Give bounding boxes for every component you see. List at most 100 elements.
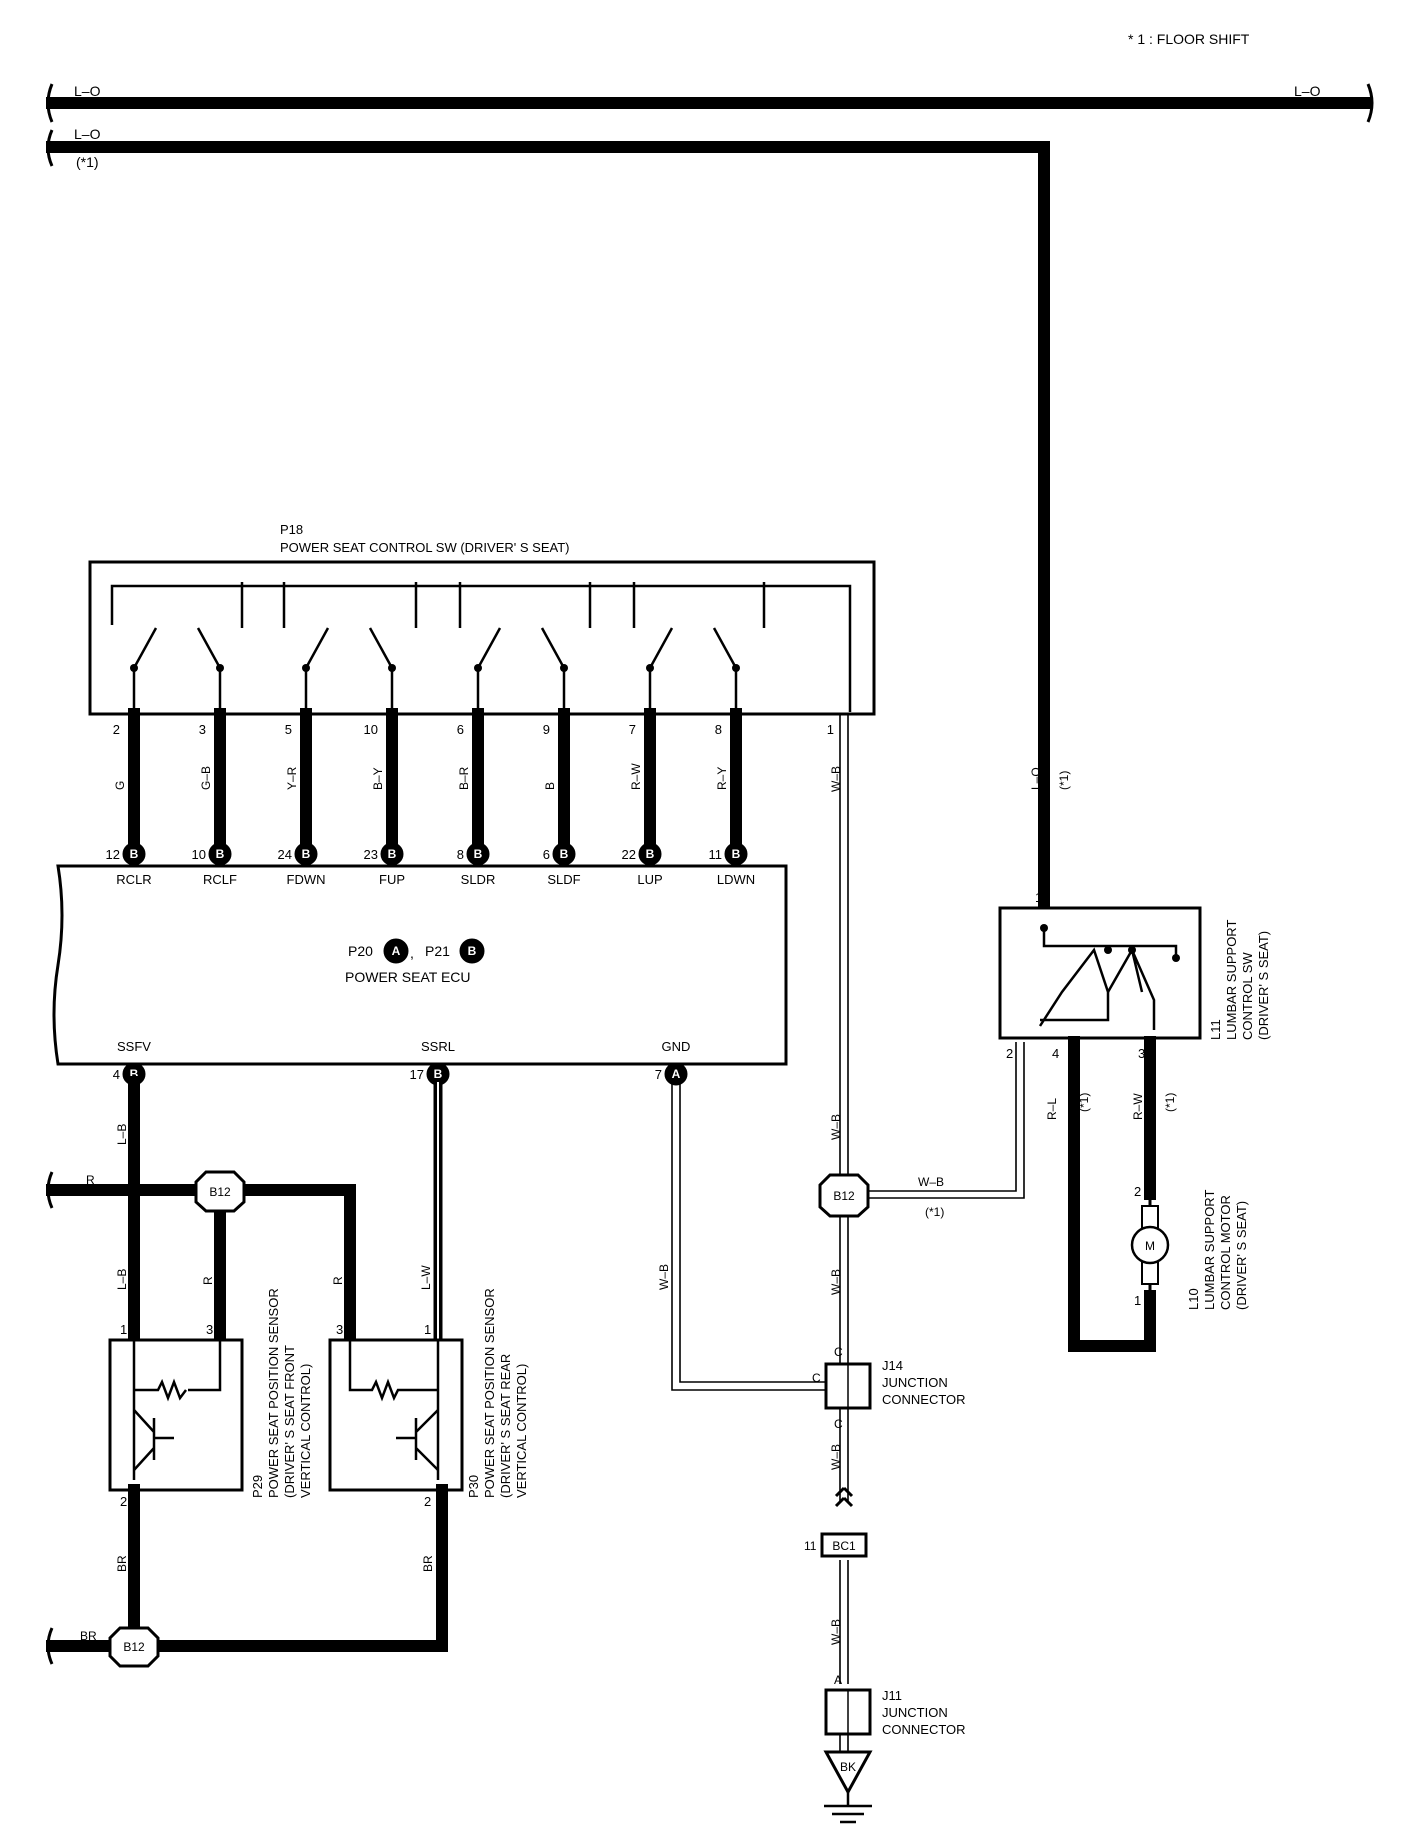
ecu-pin-label: LDWN	[717, 872, 755, 887]
wire-label-star1: (*1)	[76, 154, 99, 170]
ecu-pin-label: LUP	[637, 872, 662, 887]
l10-line1: LUMBAR SUPPORT	[1202, 1190, 1217, 1310]
l11-wire-note-4: (*1)	[1077, 1093, 1091, 1112]
l11-wire-in: L–O	[1029, 767, 1043, 790]
l11-pin3: 3	[1138, 1046, 1145, 1061]
ecu-pin-number: 11	[709, 847, 723, 862]
p30-line2: (DRIVER' S SEAT REAR	[498, 1354, 513, 1498]
l11-pin4: 4	[1052, 1046, 1059, 1061]
l10-pin2: 2	[1134, 1184, 1141, 1199]
ecu-connector-b-label: B	[732, 847, 741, 861]
p18-pin-number: 10	[364, 722, 378, 737]
j11-line1: JUNCTION	[882, 1705, 948, 1720]
wire-label-r: R	[86, 1173, 95, 1187]
wire-label-br2: BR	[115, 1555, 129, 1572]
l10-motor-symbol: M	[1145, 1239, 1155, 1253]
p30-code: P30	[466, 1475, 481, 1498]
p18-wire-color-wb: W–B	[829, 766, 843, 792]
ecu-badge-a: A	[392, 944, 401, 958]
wire-label-lb2: L–B	[115, 1269, 129, 1290]
ecu-bottom-pin: 17	[410, 1067, 424, 1082]
ecu-bottom-pin: 4	[113, 1067, 120, 1082]
l11-line2: CONTROL SW	[1240, 952, 1255, 1040]
p18-switch-internals	[110, 582, 852, 712]
wire-wb-main: W–B W–B W–B W–B W–B	[829, 714, 849, 1752]
ecu-connector-b-label: B	[560, 847, 569, 861]
p18-wire-color: R–W	[629, 763, 643, 790]
l11-pin1: 1	[1035, 890, 1042, 905]
ecu-comma: ,	[410, 945, 414, 961]
ecu-connector-b	[294, 842, 318, 866]
wire-label-wb3: W–B	[829, 1444, 843, 1470]
p18-pin-number: 2	[113, 722, 120, 737]
j14-c-left: C	[812, 1371, 821, 1385]
p29-pin2: 2	[120, 1494, 127, 1509]
l11-wire-4: R–L	[1045, 1098, 1059, 1120]
j11-code: J11	[882, 1688, 902, 1703]
ecu-bottom-label: GND	[662, 1039, 691, 1054]
power-seat-ecu	[52, 864, 788, 1066]
l10-lumbar-motor: M 2 1 L10 LUMBAR SUPPORT CONTROL MOTOR (…	[1130, 1184, 1249, 1310]
j14-code: J14	[882, 1358, 903, 1373]
l11-code: L11	[1208, 1019, 1223, 1040]
p29-line3: VERTICAL CONTROL)	[298, 1364, 313, 1498]
p18-wire-color: B	[543, 782, 557, 790]
b12-label-r: B12	[209, 1185, 231, 1199]
wire-ssrl: L–W	[419, 1082, 443, 1340]
ecu-top-pins: B12RCLRB10RCLFB24FDWNB23FUPB8SLDRB6SLDFB…	[106, 842, 755, 887]
p18-pin-number: 7	[629, 722, 636, 737]
p29-position-sensor: 1 3 2 P29 POWER SEAT POSITION SENSOR (DR…	[108, 1288, 313, 1509]
ecu-connector-label: A	[672, 1067, 681, 1081]
p18-wire-color: B–R	[457, 766, 471, 790]
l11-line3: (DRIVER' S SEAT)	[1256, 931, 1271, 1040]
b12-junction-wb: B12 W–B (*1)	[818, 1042, 1025, 1219]
j14-line2: CONNECTOR	[882, 1392, 966, 1407]
wire-label-r3: R	[331, 1276, 345, 1285]
top-wire-lo: L–O L–O	[46, 83, 1374, 123]
p18-contacts	[130, 664, 740, 714]
j14-c-bottom: C	[834, 1417, 843, 1431]
ecu-pin-label: FUP	[379, 872, 405, 887]
ecu-pin-number: 12	[106, 847, 120, 862]
bc1-label: BC1	[832, 1539, 856, 1553]
j14-c-top: C	[834, 1345, 843, 1359]
p29-line1: POWER SEAT POSITION SENSOR	[266, 1288, 281, 1498]
lumbar-motor-loop: R–L (*1) R–W (*1)	[1045, 1036, 1177, 1352]
p18-wire-color: G–B	[199, 766, 213, 790]
ecu-pin-number: 6	[543, 847, 550, 862]
wire-label-wb1: W–B	[829, 1114, 843, 1140]
second-wire-lo: L–O (*1)	[46, 126, 1050, 936]
l10-code: L10	[1186, 1288, 1201, 1310]
footnote: * 1 : FLOOR SHIFT	[1128, 31, 1250, 47]
p18-wire-color: G	[113, 781, 127, 790]
wire-label-br3: BR	[421, 1555, 435, 1572]
wire-label-lo-left: L–O	[74, 83, 101, 99]
ecu-connector-b	[122, 842, 146, 866]
wire-label-r2: R	[201, 1276, 215, 1285]
wire-label-lb: L–B	[115, 1124, 129, 1145]
wire-r-supply: R R R B12	[46, 1170, 356, 1346]
p30-line1: POWER SEAT POSITION SENSOR	[482, 1288, 497, 1498]
wire-label-wb-l11: W–B	[918, 1175, 944, 1189]
ecu-pin-label: RCLF	[203, 872, 237, 887]
p18-pin-number: 6	[457, 722, 464, 737]
ecu-code-p21: P21	[425, 943, 450, 959]
p30-line3: VERTICAL CONTROL)	[514, 1364, 529, 1498]
ecu-connector-b-label: B	[302, 847, 311, 861]
wire-ssfv: L–B L–B	[115, 1076, 140, 1346]
p18-pin-number: 5	[285, 722, 292, 737]
wire-br-ground: BR BR BR B12	[46, 1484, 448, 1668]
p18-pin-number-wb: 1	[827, 722, 834, 737]
l11-wire-note-3: (*1)	[1163, 1093, 1177, 1112]
j14-junction-connector: C C C J14 JUNCTION CONNECTOR	[812, 1345, 966, 1431]
p18-code: P18	[280, 522, 303, 537]
l10-pin1: 1	[1134, 1293, 1141, 1308]
ecu-badge-b: B	[468, 944, 477, 958]
j11-a: A	[834, 1673, 842, 1687]
ecu-connector-b	[380, 842, 404, 866]
p29-pin3: 3	[206, 1322, 213, 1337]
bc1-connector: BC1 11	[804, 1486, 868, 1558]
